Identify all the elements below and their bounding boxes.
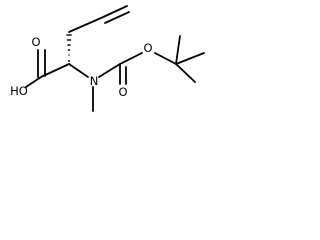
alpha-c-stereo-hashed-wedge	[66, 34, 72, 62]
ester-oxygen-label: O	[143, 41, 152, 55]
tbutyl-methyl-2-bond	[175, 52, 205, 65]
vinyl-double-bond-1	[100, 5, 128, 19]
ester-o-tbutyl-c-bond	[154, 52, 177, 65]
allyl-ch2-ch-bond	[68, 17, 102, 33]
alpha-c-n-bond	[68, 63, 89, 78]
carboxyl-c-oh-bond	[25, 76, 42, 88]
tbutyl-methyl-3-bond	[175, 63, 196, 83]
chemical-structure: O HO N O O	[10, 5, 205, 112]
carbonyl-oxygen-label: O	[31, 35, 40, 49]
hydroxyl-label: HO	[10, 84, 28, 98]
tbutyl-methyl-1-bond	[175, 35, 181, 65]
carbamate-c-ester-o-bond	[119, 52, 143, 65]
vinyl-double-bond-2	[104, 11, 130, 24]
n-carbamate-c-bond	[98, 63, 121, 78]
carbamate-carbonyl-oxygen-label: O	[118, 85, 127, 99]
carboxyl-alpha-c-bond	[40, 63, 70, 78]
nitrogen-label: N	[90, 74, 99, 88]
